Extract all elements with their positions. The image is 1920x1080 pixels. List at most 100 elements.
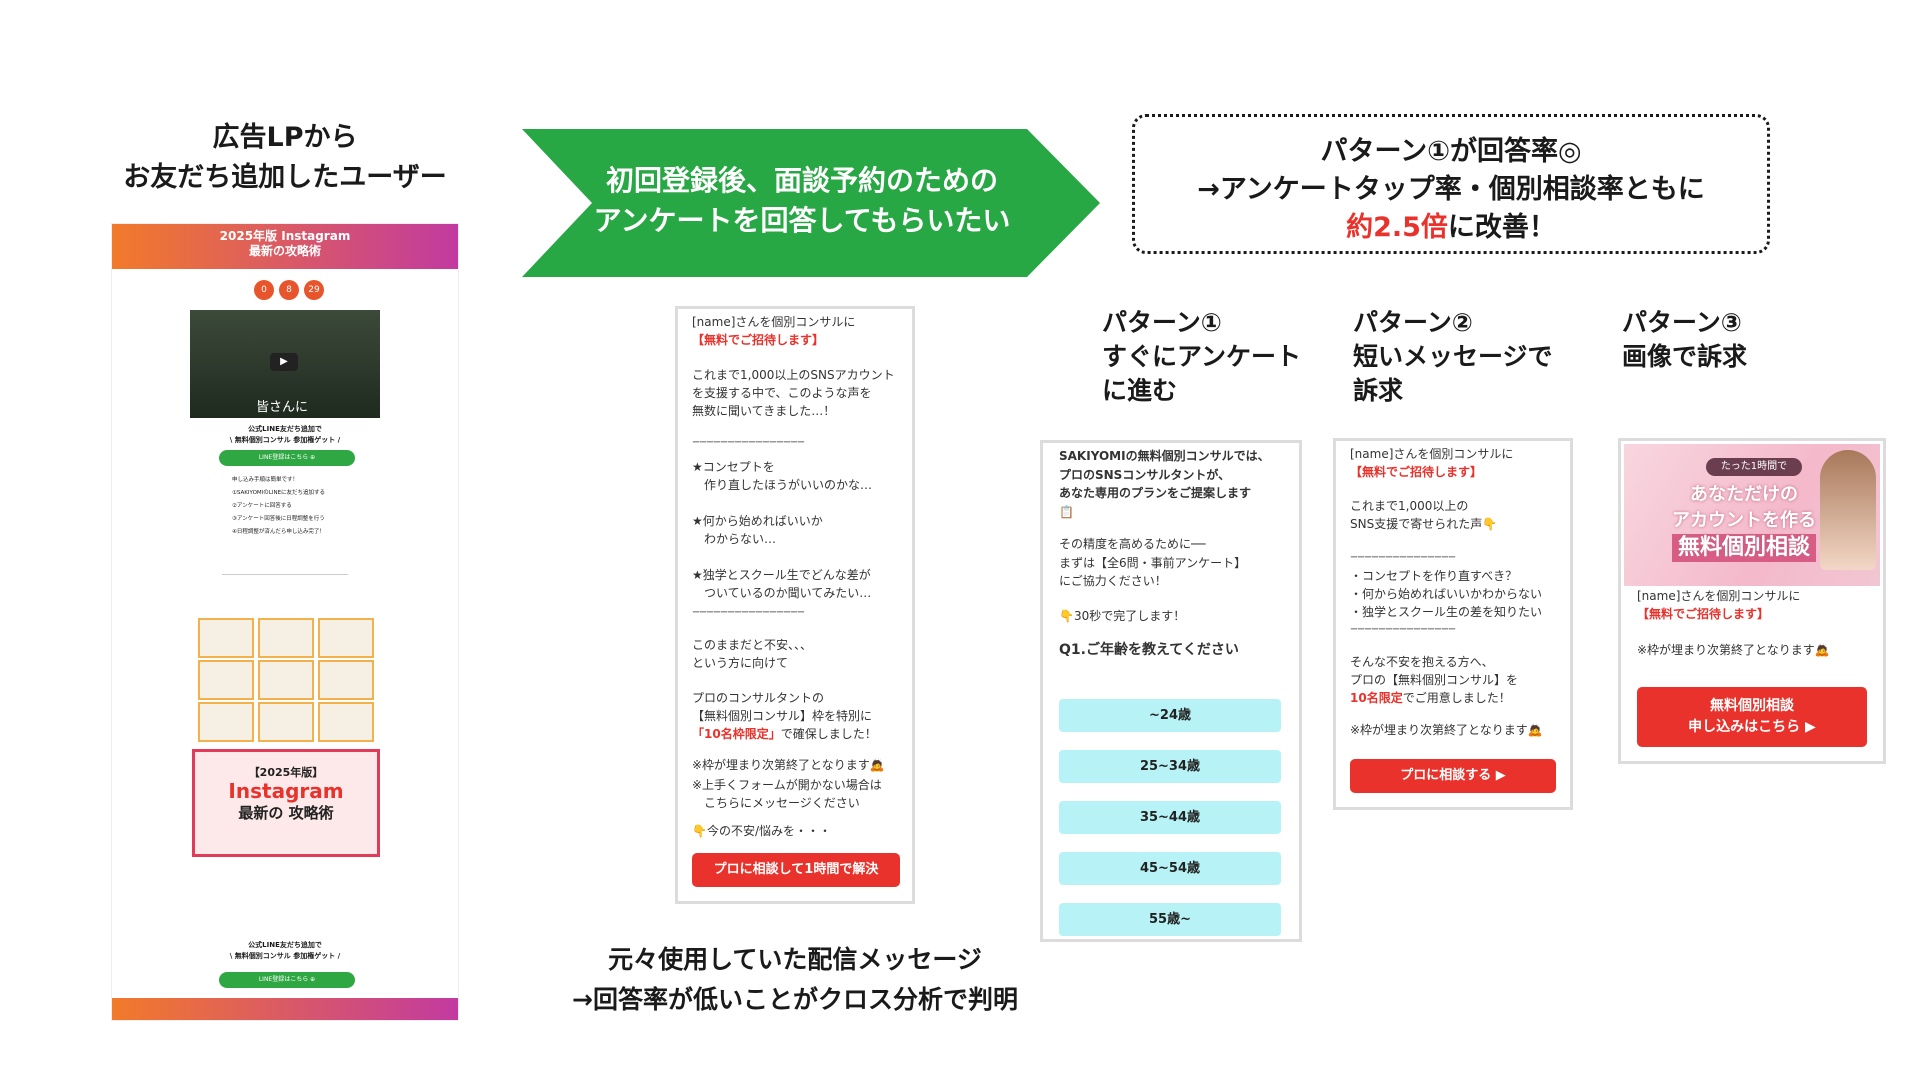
pattern3-intro-name: [name]さんを個別コンサルに [1637, 589, 1801, 603]
lp-bottom-line-button[interactable]: LINE登録はこちら ⊕ [219, 972, 355, 988]
age-option-button[interactable]: 45~54歳 [1059, 852, 1281, 885]
thumb [258, 618, 314, 658]
countdown-days: 0 [254, 280, 274, 300]
image-copy: あなただけの アカウントを作る 無料個別相談 [1644, 482, 1844, 562]
left-heading-line2: お友だち追加したユーザー [123, 162, 447, 193]
divider: ーーーーーーーーーーーーーーーー [692, 438, 805, 447]
lp-step: 申し込み手順は簡単です！ [232, 477, 299, 483]
pattern2-body1: これまで1,000以上の SNS支援で寄せられた声👇 [1350, 499, 1498, 531]
original-body3-red: 「10名枠限定」 [692, 727, 781, 741]
result-line3-rest: に改善！ [1447, 212, 1556, 243]
apply-button[interactable]: 無料個別相談 申し込みはこちら ▶ [1637, 687, 1867, 747]
green-arrow: 初回登録後、面談予約のための アンケートを回答してもらいたい [522, 129, 1100, 277]
countdown-hours: 8 [279, 280, 299, 300]
poster-year: 【2025年版】 [248, 766, 324, 779]
result-highlight: 約2.5倍 [1346, 212, 1448, 243]
pattern2-note: ※枠が埋まり次第終了となります🙇 [1350, 723, 1543, 737]
lp-poster: 【2025年版】 Instagram 最新の 攻略術 [192, 749, 380, 857]
lp-screenshot: 2025年版 Instagram 最新の攻略術 0 8 29 ▶ 皆さんに 公式… [112, 224, 458, 1020]
thumb [318, 618, 374, 658]
result-line1: パターン①が回答率◎ [1320, 136, 1582, 167]
pattern3-note: ※枠が埋まり次第終了となります🙇 [1637, 643, 1830, 657]
pattern2-body3-rest: でご用意しました！ [1402, 691, 1511, 705]
original-note2: ※上手くフォームが開かない場合は こちらにメッセージください [692, 778, 882, 810]
lp-footer [112, 998, 458, 1020]
original-caption-line1: 元々使用していた配信メッセージ [608, 945, 982, 974]
pattern2-body2: そんな不安を抱える方へ、 プロの【無料個別コンサル】を [1350, 655, 1519, 687]
arrow-text-line2: アンケートを回答してもらいたい [593, 204, 1011, 237]
divider: ーーーーーーーーーーーーーーー [1350, 553, 1456, 562]
lp-step: ①SAKIYOMIのLINEに友だち追加する [232, 490, 326, 496]
pattern3-card: たった1時間で あなただけの アカウントを作る 無料個別相談 [name]さんを… [1618, 438, 1886, 764]
pattern2-body3: 10名限定でご用意しました！ [1350, 689, 1566, 707]
lp-bottom-line1: 公式LINE友だち追加で [248, 941, 322, 949]
age-option-button[interactable]: 35~44歳 [1059, 801, 1281, 834]
countdown-minutes: 29 [304, 280, 324, 300]
pattern1-text3: 👇30秒で完了します！ [1059, 608, 1186, 623]
apply-button-line1: 無料個別相談 [1710, 698, 1794, 714]
arrow-text: 初回登録後、面談予約のための アンケートを回答してもらいたい [562, 161, 1042, 241]
left-heading-line1: 広告LPから [212, 122, 358, 153]
original-body3a: プロのコンサルタントの 【無料個別コンサル】枠を特別に [692, 691, 873, 723]
image-line3: 無料個別相談 [1671, 534, 1816, 562]
pattern2-intro-red: 【無料でご招待します】 [1350, 465, 1483, 479]
video-caption: 皆さんに [256, 400, 309, 415]
pattern1-text2: その精度を高めるために── まずは【全6問・事前アンケート】 にご協力ください！ [1059, 537, 1247, 588]
consult-button[interactable]: プロに相談して1時間で解決 [692, 853, 900, 887]
consult-button[interactable]: プロに相談する ▶ [1350, 759, 1556, 793]
pattern3-content: [name]さんを個別コンサルに 【無料でご招待します】 ※枠が埋まり次第終了と… [1637, 587, 1873, 659]
image-line1: あなただけの [1690, 484, 1798, 505]
age-option-button[interactable]: 55歳~ [1059, 903, 1281, 936]
thumb [198, 618, 254, 658]
pattern2-label: パターン② 短いメッセージで 訴求 [1353, 308, 1553, 405]
play-icon[interactable]: ▶ [270, 353, 298, 371]
pattern2-bullets: ・コンセプトを作り直すべき？ ・何から始めればいいかわからない ・独学とスクール… [1350, 569, 1543, 619]
pattern3-label: パターン③ 画像で訴求 [1622, 308, 1748, 371]
lp-video[interactable]: ▶ 皆さんに [190, 310, 380, 418]
age-option-button[interactable]: ~24歳 [1059, 699, 1281, 732]
image-line2: アカウントを作る [1672, 510, 1816, 531]
thumb [318, 660, 374, 700]
lp-step: ②アンケートに回答する [232, 503, 292, 509]
original-message-card: [name]さんを個別コンサルに 【無料でご招待します】 これまで1,000以上… [675, 306, 915, 904]
divider: ーーーーーーーーーーーーーーーー [692, 608, 805, 617]
image-tag: たった1時間で [1706, 458, 1802, 476]
lp-steps: 申し込み手順は簡単です！ ①SAKIYOMIのLINEに友だち追加する ②アンケ… [232, 474, 412, 539]
lp-step: ④日程調整が済んだら申し込み完了！ [232, 529, 325, 535]
original-body2: このままだと不安、、、 という方に向けて [692, 638, 813, 670]
pattern1-text1: SAKIYOMIの無料個別コンサルでは、 プロのSNSコンサルタントが、 あなた… [1059, 449, 1270, 519]
poster-title: Instagram [228, 779, 344, 803]
original-intro-name: [name]さんを個別コンサルに [692, 315, 856, 329]
lp-line-title2: \ 無料個別コンサル 参加権ゲット / [229, 436, 341, 444]
pattern3-intro-red: 【無料でご招待します】 [1637, 607, 1770, 621]
pattern1-label: パターン① すぐにアンケート に進む [1102, 308, 1302, 405]
age-option-button[interactable]: 25~34歳 [1059, 750, 1281, 783]
lp-banner-line2: 最新の攻略術 [248, 244, 321, 258]
original-q1: ★コンセプトを 作り直したほうがいいのかな… [692, 460, 873, 492]
consult-image[interactable]: たった1時間で あなただけの アカウントを作る 無料個別相談 [1624, 444, 1880, 586]
thumb [198, 660, 254, 700]
arrow-text-line1: 初回登録後、面談予約のための [605, 164, 998, 197]
lp-line-button[interactable]: LINE登録はこちら ⊕ [219, 450, 355, 466]
lp-bottom-title: 公式LINE友だち追加で \ 無料個別コンサル 参加権ゲット / [112, 940, 458, 962]
original-q3: ★独学とスクール生でどんな差が ついているのか聞いてみたい… [692, 568, 872, 600]
original-note1: ※枠が埋まり次第終了となります🙇 [692, 758, 885, 772]
pattern2-content: [name]さんを個別コンサルに 【無料でご招待します】 これまで1,000以上… [1350, 445, 1566, 739]
divider: ーーーーーーーーーーーーーーー [1350, 625, 1456, 634]
result-line2: →アンケートタップ率・個別相談率ともに [1197, 174, 1705, 205]
arrow-shape [522, 129, 1100, 277]
original-body1: これまで1,000以上のSNSアカウント を支援する中で、このような声を 無数に… [692, 368, 895, 418]
original-content: [name]さんを個別コンサルに 【無料でご招待します】 これまで1,000以上… [692, 313, 904, 840]
original-intro-red: 【無料でご招待します】 [692, 333, 825, 347]
original-body3b: で確保しました！ [780, 727, 877, 741]
pattern1-question: Q1.ご年齢を教えてください [1059, 642, 1239, 658]
result-line3: 約2.5倍に改善！ [1135, 205, 1767, 244]
lp-thumbnails [198, 618, 374, 742]
lp-bottom-line2: \ 無料個別コンサル 参加権ゲット / [229, 952, 341, 960]
result-box: パターン①が回答率◎ →アンケートタップ率・個別相談率ともに 約2.5倍に改善！ [1132, 114, 1770, 254]
pattern2-body3-red: 10名限定 [1350, 691, 1403, 705]
lp-bonus-area [222, 574, 348, 607]
lp-line-title: 公式LINE友だち追加で \ 無料個別コンサル 参加権ゲット / [112, 424, 458, 446]
lp-banner-line1: 2025年版 Instagram [219, 229, 351, 243]
pattern1-card: SAKIYOMIの無料個別コンサルでは、 プロのSNSコンサルタントが、 あなた… [1040, 440, 1302, 942]
